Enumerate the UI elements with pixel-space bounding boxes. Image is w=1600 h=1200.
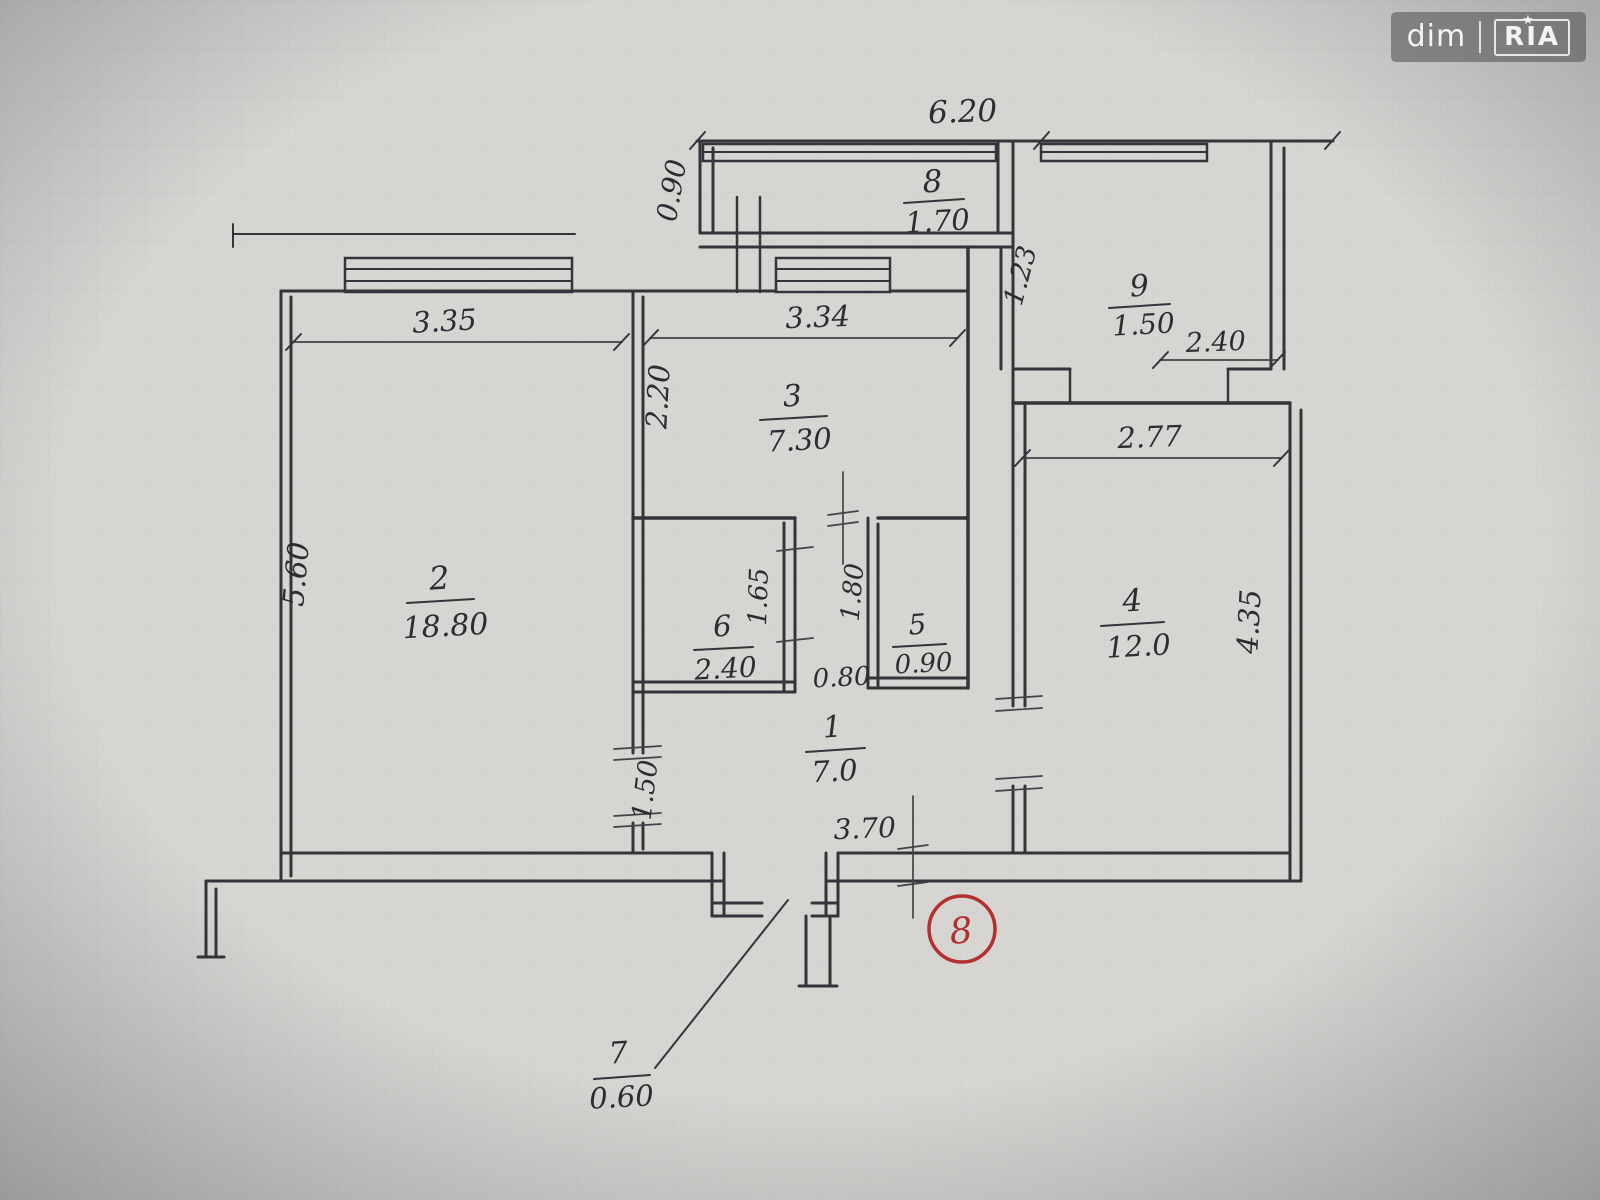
dimension-room4-width: 2.77	[1116, 419, 1183, 455]
room-3-area: 7.30	[766, 421, 832, 458]
room-4-area: 12.0	[1105, 627, 1171, 664]
room-6-area: 2.40	[693, 650, 758, 686]
room-6-number: 6	[712, 608, 733, 643]
room-7-number: 7	[608, 1035, 630, 1071]
room-1-number: 1	[822, 709, 843, 745]
watermark-star-icon: ★	[1522, 12, 1536, 28]
watermark-dim-text: dim	[1406, 19, 1467, 54]
room-2-area: 18.80	[402, 607, 490, 646]
room-7-area: 0.60	[588, 1078, 654, 1115]
watermark-divider	[1479, 21, 1482, 53]
dimension-room2-depth: 5.60	[276, 540, 315, 607]
dimension-room3-left: 2.20	[639, 363, 676, 430]
room-9-number: 9	[1129, 268, 1150, 304]
dimension-room6: 1.65	[743, 567, 775, 626]
room-5-number: 5	[907, 607, 927, 641]
room-9-area: 1.50	[1112, 306, 1176, 342]
dimension-top-width: 6.20	[928, 93, 998, 131]
room-3-number: 3	[782, 378, 803, 414]
dim-ria-watermark: dim RIA ★	[1390, 12, 1586, 62]
dimension-room1-width: 3.70	[833, 811, 896, 846]
room-5-area: 0.90	[894, 648, 953, 681]
dimension-corridor-length: 1.80	[836, 562, 871, 622]
room-8-area: 1.70	[904, 202, 970, 239]
watermark-ria-text: RIA ★	[1494, 14, 1570, 56]
room-4-number: 4	[1120, 582, 1143, 619]
dimension-room4-depth: 4.35	[1230, 588, 1267, 655]
room-1-area: 7.0	[811, 753, 859, 789]
dimension-room3-width: 3.34	[785, 299, 851, 335]
dimension-corridor-width: 0.80	[812, 662, 871, 695]
room-2-number: 2	[427, 558, 451, 597]
apartment-marker-number: 8	[948, 910, 974, 953]
room-8-number: 8	[922, 164, 944, 201]
dimension-room9-door: 2.40	[1184, 326, 1246, 359]
dimension-room2-width: 3.35	[411, 302, 477, 339]
